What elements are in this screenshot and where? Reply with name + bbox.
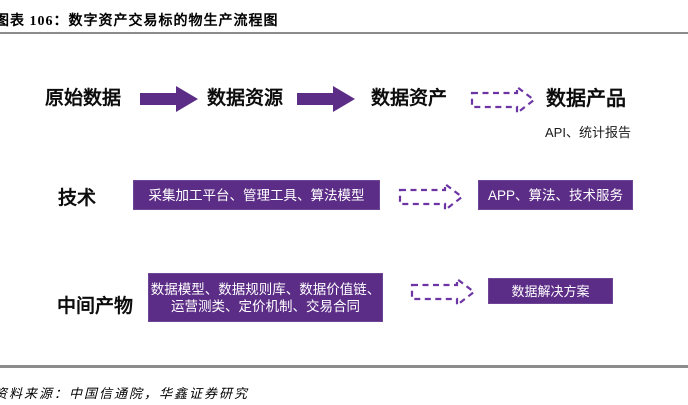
row-label-intermediate: 中间产物 xyxy=(57,296,134,317)
source-note: 资料来源：中国信通院，华鑫证券研究 xyxy=(0,386,250,401)
stage-raw-data: 原始数据 xyxy=(45,88,122,109)
figure-title: 图表 106：数字资产交易标的物生产流程图 xyxy=(0,14,279,29)
dashed-arrow-icon xyxy=(398,182,464,212)
stage-data-asset: 数据资产 xyxy=(371,88,448,109)
solid-arrow-icon xyxy=(140,86,198,112)
row-label-technology: 技术 xyxy=(58,188,97,209)
footer-divider xyxy=(0,365,688,368)
intermediate-box: 数据模型、数据规则库、数据价值链、 运营测类、定价机制、交易合同 xyxy=(148,273,383,322)
intermediate-result-text: 数据解决方案 xyxy=(511,283,590,299)
intermediate-box-line2: 运营测类、定价机制、交易合同 xyxy=(171,298,360,314)
stage-data-product: 数据产品 xyxy=(546,88,626,110)
product-examples-label: API、统计报告 xyxy=(545,125,631,140)
intermediate-result-box: 数据解决方案 xyxy=(488,278,613,304)
stage-data-resource: 数据资源 xyxy=(207,88,284,109)
technology-result-box: APP、算法、技术服务 xyxy=(478,180,633,210)
technology-box: 采集加工平台、管理工具、算法模型 xyxy=(133,180,380,210)
dashed-arrow-icon xyxy=(470,85,536,115)
intermediate-box-line1: 数据模型、数据规则库、数据价值链、 xyxy=(150,281,381,297)
dashed-arrow-icon xyxy=(410,277,476,307)
technology-result-text: APP、算法、技术服务 xyxy=(487,187,623,203)
title-divider xyxy=(0,32,688,34)
technology-box-text: 采集加工平台、管理工具、算法模型 xyxy=(148,187,365,203)
solid-arrow-icon xyxy=(297,86,355,112)
